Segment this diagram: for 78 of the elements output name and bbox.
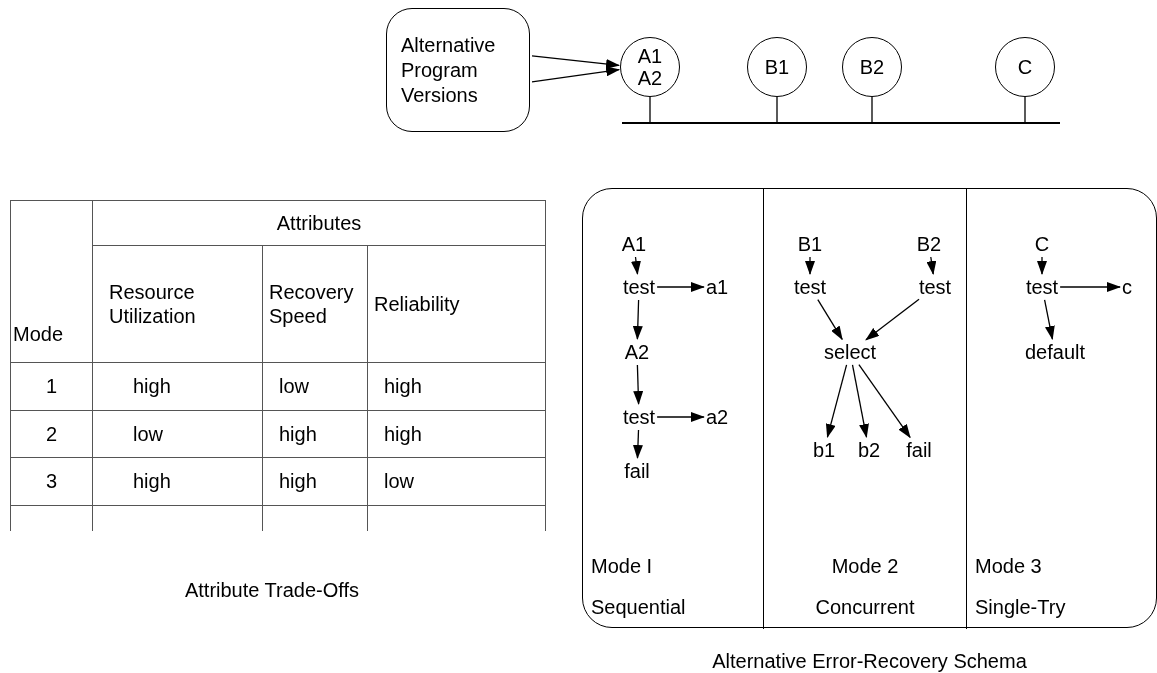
data-cell: low <box>92 410 263 458</box>
flow-label: A1 <box>621 233 647 255</box>
arrow <box>1037 256 1047 275</box>
arrow <box>1059 282 1121 292</box>
data-cell: high <box>367 362 546 411</box>
data-cell: low <box>367 457 546 506</box>
mode-label: Single-Try <box>975 596 1066 619</box>
flow-label: B1 <box>797 233 823 255</box>
flow-label: c <box>1122 276 1132 298</box>
arrow <box>926 256 937 275</box>
mode-label: Sequential <box>591 596 686 619</box>
arrow <box>531 66 621 83</box>
flow-label: a2 <box>705 406 729 428</box>
connector-line <box>776 96 778 123</box>
arrow <box>1043 299 1055 340</box>
arrow <box>633 364 644 405</box>
circle-node <box>620 37 680 97</box>
circle-label: B1 <box>764 56 790 78</box>
data-cell: low <box>262 362 368 411</box>
circle-node <box>995 37 1055 97</box>
rounded-box <box>386 8 530 132</box>
mode-label: Concurrent <box>815 596 915 619</box>
data-cell: high <box>262 410 368 458</box>
connector-line <box>1024 96 1026 123</box>
flow-label: test <box>1025 276 1059 298</box>
header-cell: Reliability <box>367 245 546 363</box>
connector-line <box>871 96 873 123</box>
box-label: Alternative Program Versions <box>401 32 497 108</box>
header-cell: Resource Utilization <box>92 245 263 363</box>
header-cell: Attributes <box>92 200 546 246</box>
arrow <box>825 364 848 439</box>
data-cell: high <box>92 457 263 506</box>
arrow <box>858 364 911 439</box>
header-cell: Recovery Speed <box>262 245 368 363</box>
mode-label: Mode 2 <box>831 555 899 578</box>
flow-label: A2 <box>624 341 650 363</box>
circle-label: C <box>1017 56 1033 78</box>
circle-node <box>842 37 902 97</box>
flow-label: b2 <box>857 439 881 461</box>
flow-label: C <box>1034 233 1050 255</box>
bus-line <box>622 122 1060 124</box>
connector-line <box>649 96 651 123</box>
flow-label: test <box>622 276 656 298</box>
data-cell: high <box>262 457 368 506</box>
arrow <box>632 299 643 340</box>
circle-label: A2 <box>637 67 663 89</box>
arrow <box>632 429 643 459</box>
table-caption: Attribute Trade-Offs <box>184 578 360 602</box>
flow-label: fail <box>624 460 650 482</box>
circle-label: A1 <box>637 45 663 67</box>
flow-label: fail <box>906 439 932 461</box>
data-cell: 3 <box>10 457 93 506</box>
data-cell: 1 <box>10 362 93 411</box>
arrow <box>631 256 641 275</box>
arrow <box>865 298 920 341</box>
arrow <box>851 364 869 438</box>
arrow <box>531 55 621 69</box>
header-cell: Mode <box>10 200 93 363</box>
arrow <box>656 412 705 422</box>
circle-label: B2 <box>859 56 885 78</box>
flow-label: b1 <box>812 439 836 461</box>
data-cell: 2 <box>10 410 93 458</box>
arrow <box>817 299 843 341</box>
arrow <box>656 282 705 292</box>
data-cell: high <box>367 410 546 458</box>
flow-label: test <box>793 276 827 298</box>
flow-label: select <box>823 341 877 363</box>
flow-label: B2 <box>916 233 942 255</box>
mode-label: Mode I <box>591 555 653 578</box>
circle-node <box>747 37 807 97</box>
data-cell: high <box>92 362 263 411</box>
flow-label: a1 <box>705 276 729 298</box>
flow-label: test <box>622 406 656 428</box>
flow-label: default <box>1024 341 1086 363</box>
mode-label: Mode 3 <box>975 555 1042 578</box>
arrow <box>805 256 815 275</box>
flow-label: test <box>918 276 952 298</box>
diagram-caption: Alternative Error-Recovery Schema <box>711 650 1028 673</box>
